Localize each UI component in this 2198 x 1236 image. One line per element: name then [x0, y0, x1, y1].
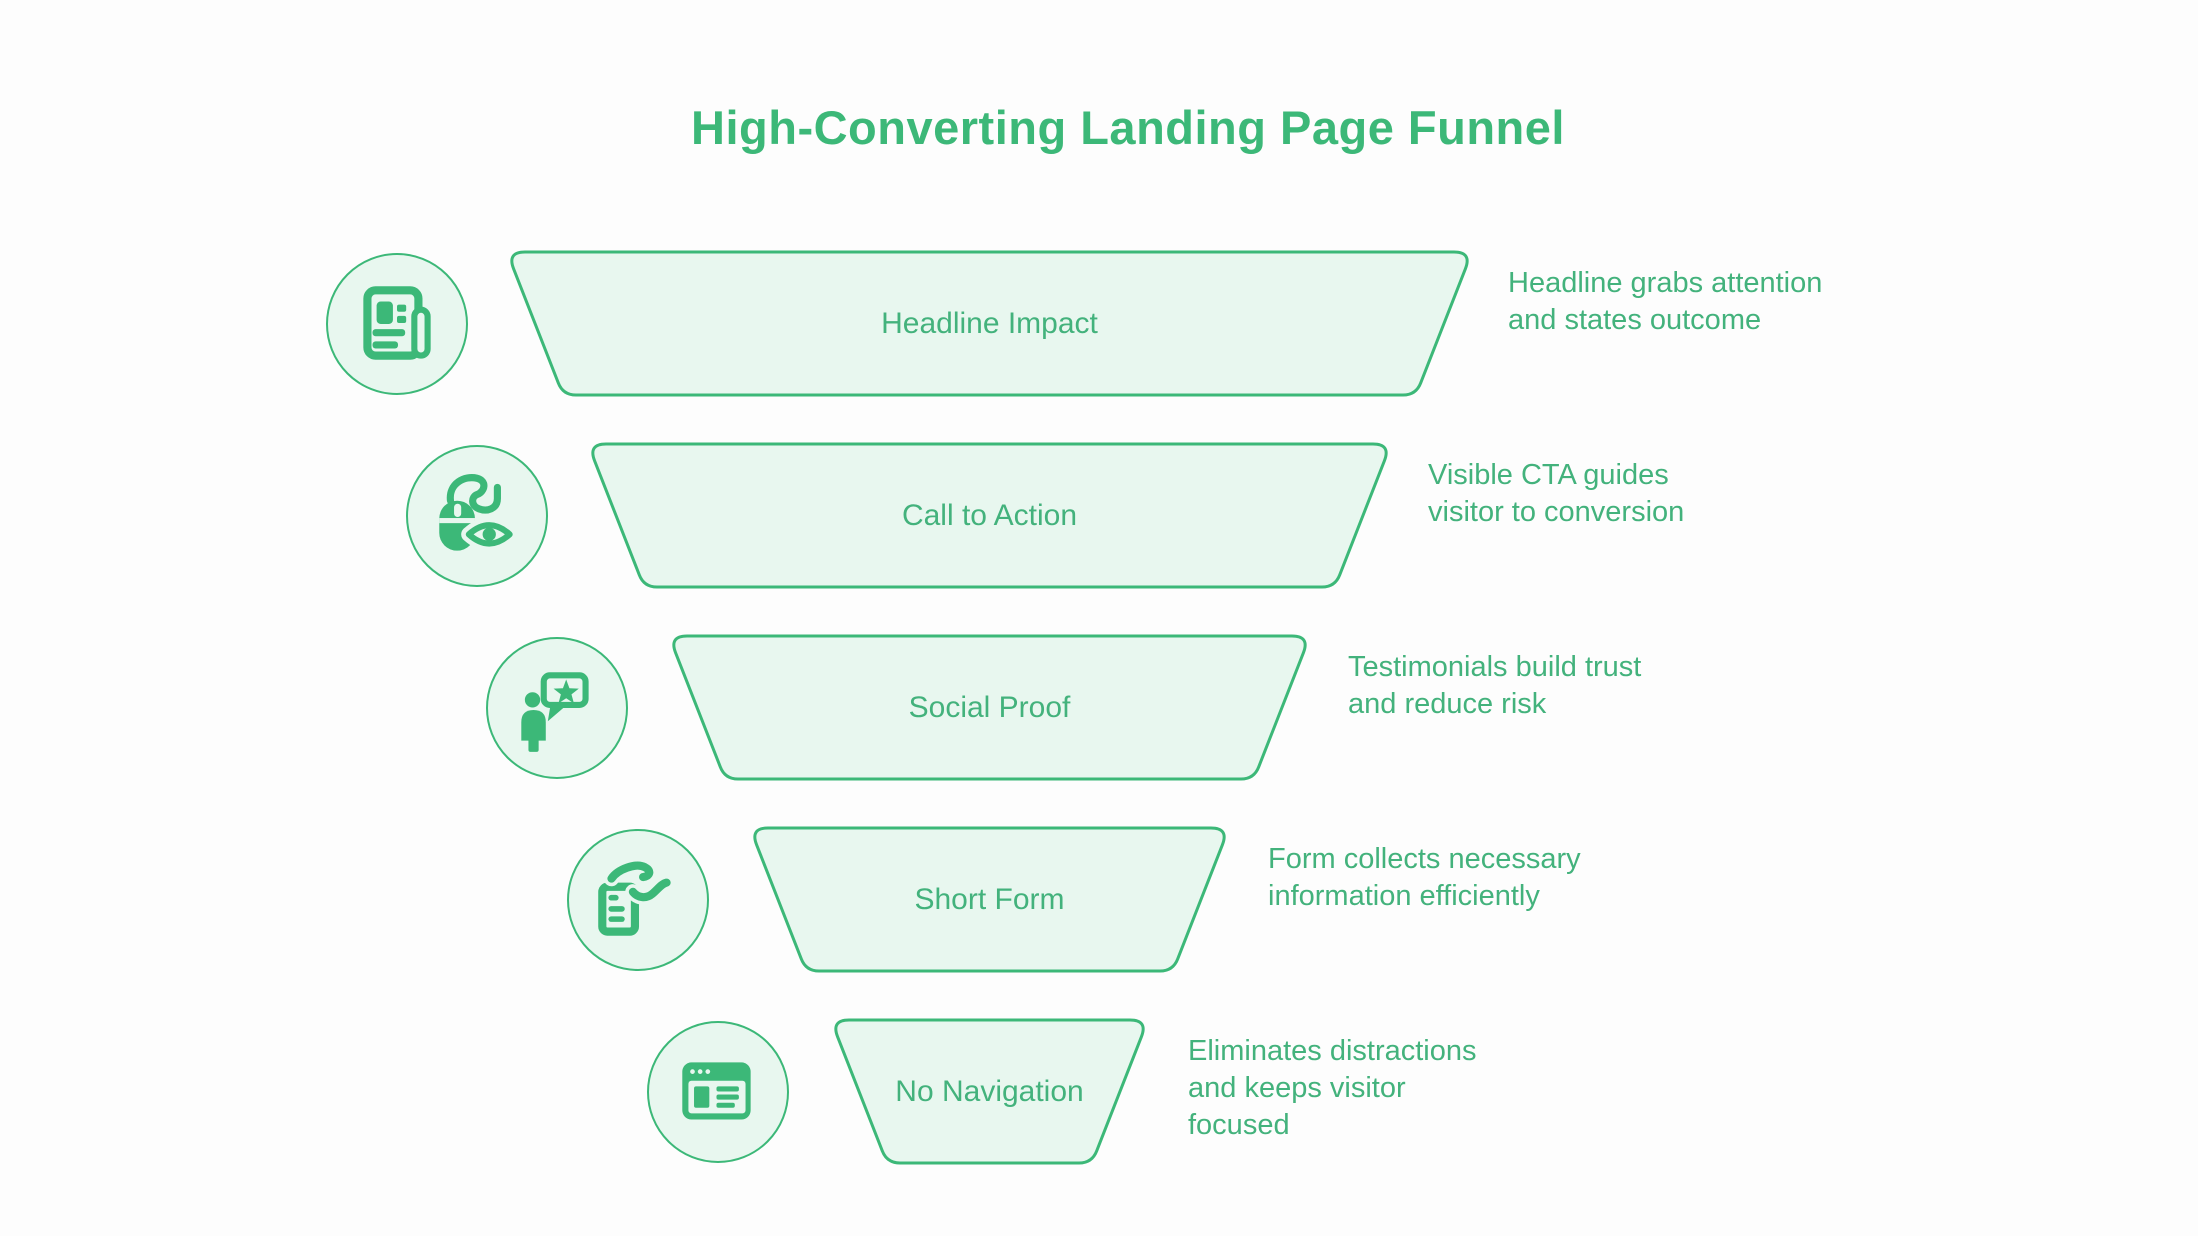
funnel-stage-description: Testimonials build trust and reduce risk [1348, 651, 1642, 720]
form-filling-hand-icon [567, 829, 709, 971]
newspaper-icon [326, 253, 468, 395]
funnel-stage-shape-2 [591, 442, 1388, 589]
funnel-stage-shape-1 [510, 250, 1469, 397]
mouse-click-eye-icon-glyph [439, 474, 518, 552]
funnel-stage-label: Social Proof [908, 690, 1071, 724]
funnel-stage-shape-5 [834, 1018, 1145, 1165]
page-title: High-Converting Landing Page Funnel [691, 101, 1565, 154]
funnel-stage-description: Eliminates distractions and keeps visito… [1188, 1035, 1477, 1141]
testimonial-speech-star-icon-glyph [521, 672, 589, 752]
funnel-stage-description: Headline grabs attention and states outc… [1508, 267, 1823, 336]
browser-window-icon-glyph [682, 1062, 751, 1120]
funnel-stage-label: Headline Impact [881, 306, 1098, 340]
funnel-stage-label: Call to Action [901, 498, 1078, 532]
funnel-stage-shape-4 [753, 826, 1226, 973]
testimonial-speech-star-icon [486, 637, 628, 779]
browser-window-icon [647, 1021, 789, 1163]
funnel-stage-label: No Navigation [895, 1074, 1084, 1108]
funnel-stage-label: Short Form [914, 882, 1065, 916]
form-filling-hand-icon-glyph [598, 858, 675, 936]
newspaper-icon-glyph [363, 286, 431, 360]
funnel-stage-description: Visible CTA guides visitor to conversion [1428, 459, 1685, 528]
funnel-stage-description: Form collects necessary information effi… [1268, 843, 1581, 912]
mouse-click-eye-icon [406, 445, 548, 587]
funnel-stage-shape-3 [672, 634, 1307, 781]
